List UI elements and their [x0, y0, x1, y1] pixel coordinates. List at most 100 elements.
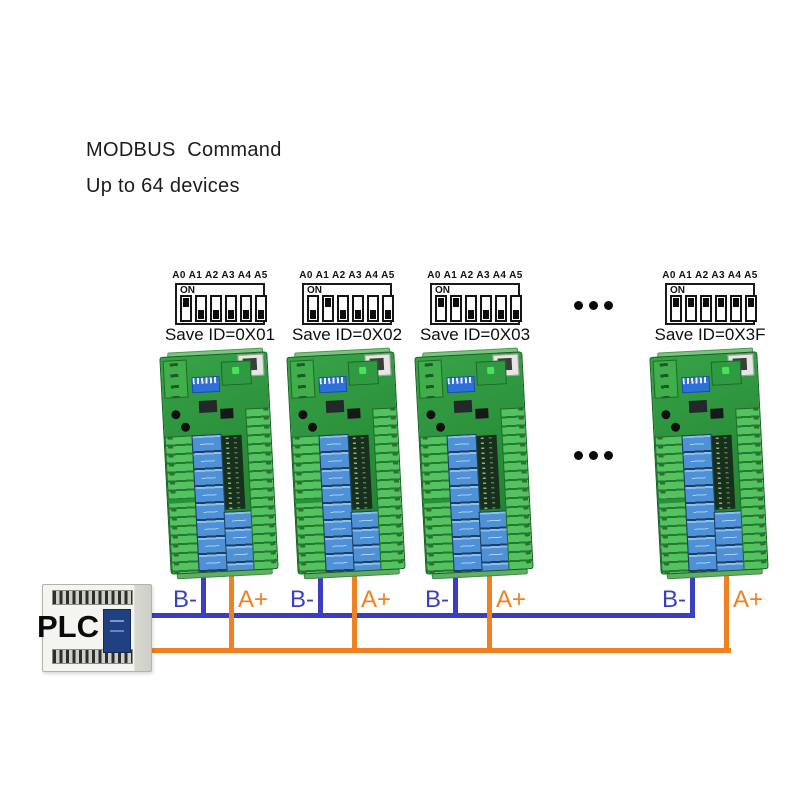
ic-chip [347, 408, 361, 419]
dip-switch-off [367, 295, 379, 322]
plc-label: PLC [37, 609, 99, 644]
dip-address-labels: A0 A1 A2 A3 A4 A5 [299, 270, 395, 281]
a-plus-label-2: A+ [361, 586, 392, 613]
terminal-block-top [289, 359, 316, 399]
dot-icon [604, 451, 613, 460]
dip-on-label: ON [670, 285, 685, 296]
plc-terminal-row-top [52, 590, 133, 605]
b-wire-drop-3 [453, 556, 458, 618]
dip-address-labels: A0 A1 A2 A3 A4 A5 [662, 270, 758, 281]
ic-chip [220, 408, 234, 419]
relay-device-group: A0 A1 A2 A3 A4 A5 ON Save ID=0X02 [286, 268, 406, 588]
dip-switch-off [307, 295, 319, 322]
dip-switch-on [730, 295, 742, 322]
dip-switch-component [681, 375, 711, 394]
plc-unit: PLC [37, 584, 152, 672]
driver-component-strip [476, 434, 501, 510]
dip-switch-block: ON [175, 283, 267, 325]
dip-switch-off [495, 295, 507, 322]
terminal-block-top [162, 359, 189, 399]
dip-switch-on [715, 295, 727, 322]
dot-icon [604, 301, 613, 310]
relay-module-board [412, 347, 536, 580]
dip-switch-row [180, 295, 267, 322]
a-wire-drop-1 [229, 556, 234, 653]
dip-switch-on [435, 295, 447, 322]
diagram-title: MODBUS Command Up to 64 devices [86, 132, 282, 204]
dip-switch-row [435, 295, 522, 322]
pcb [286, 351, 406, 575]
ic-chip [198, 400, 218, 413]
pcb [159, 351, 279, 575]
dip-switch-off [480, 295, 492, 322]
a-plus-label-1: A+ [238, 586, 269, 613]
relay-module-board [647, 347, 771, 580]
dip-switch-off [225, 295, 237, 322]
b-minus-label-1: B- [173, 586, 197, 613]
dot-icon [589, 301, 598, 310]
driver-component-strip [348, 434, 373, 510]
dip-on-label: ON [180, 285, 195, 296]
capacitor [661, 409, 671, 420]
b-wire-drop-1 [201, 556, 206, 618]
dip-switch-on [180, 295, 192, 322]
rs485-submodule [347, 360, 379, 386]
capacitor [180, 422, 191, 432]
capacitor [171, 409, 181, 420]
dip-switch-off [510, 295, 522, 322]
b-wire-drop-4 [690, 556, 695, 618]
capacitor [426, 409, 436, 420]
dip-switch-on [685, 295, 697, 322]
dip-address-labels: A0 A1 A2 A3 A4 A5 [427, 270, 523, 281]
dip-switch-row [307, 295, 394, 322]
ellipsis-dots-top [574, 301, 613, 310]
dip-switch-on [322, 295, 334, 322]
pcb [414, 351, 534, 575]
dot-icon [574, 451, 583, 460]
dip-on-label: ON [307, 285, 322, 296]
title-line-devices: Up to 64 devices [86, 175, 240, 197]
terminal-block-top [652, 359, 679, 399]
dip-switch-on [700, 295, 712, 322]
b-wire-drop-2 [318, 556, 323, 618]
dot-icon [589, 451, 598, 460]
dip-switch-block: ON [430, 283, 522, 325]
dip-switch-off [465, 295, 477, 322]
dip-switch-off [337, 295, 349, 322]
dip-switch-on [450, 295, 462, 322]
capacitor [435, 422, 446, 432]
ic-chip [325, 400, 345, 413]
b-minus-label-3: B- [425, 586, 449, 613]
dip-switch-block: ON [302, 283, 394, 325]
rs485-b-bus [144, 613, 695, 618]
a-plus-label-3: A+ [496, 586, 527, 613]
driver-component-strip [221, 434, 246, 510]
b-minus-label-2: B- [290, 586, 314, 613]
save-id-label: Save ID=0X01 [164, 325, 276, 344]
dip-switch-off [240, 295, 252, 322]
ic-chip [710, 408, 724, 419]
dip-switch-block: ON [665, 283, 757, 325]
relay-device-group: A0 A1 A2 A3 A4 A5 ON Save ID=0X3F [649, 268, 769, 588]
rs485-submodule [710, 360, 742, 386]
dip-switch-off [210, 295, 222, 322]
ic-chip [453, 400, 473, 413]
rs485-a-bus [144, 648, 731, 653]
relay-module-board [284, 347, 408, 580]
a-plus-label-4: A+ [733, 586, 764, 613]
dip-switch-off [382, 295, 394, 322]
dip-switch-row [670, 295, 757, 322]
dip-switch-component [191, 375, 221, 394]
ic-chip [688, 400, 708, 413]
dip-switch-component [446, 375, 476, 394]
title-line-modbus: MODBUS Command [86, 139, 282, 161]
relay-device-group: A0 A1 A2 A3 A4 A5 ON Save ID=0X01 [159, 268, 279, 588]
terminal-block-top [417, 359, 444, 399]
save-id-label: Save ID=0X02 [291, 325, 403, 344]
dip-switch-on [670, 295, 682, 322]
dip-switch-off [195, 295, 207, 322]
b-minus-label-4: B- [662, 586, 686, 613]
relay-module-board [157, 347, 281, 580]
dip-switch-off [255, 295, 267, 322]
